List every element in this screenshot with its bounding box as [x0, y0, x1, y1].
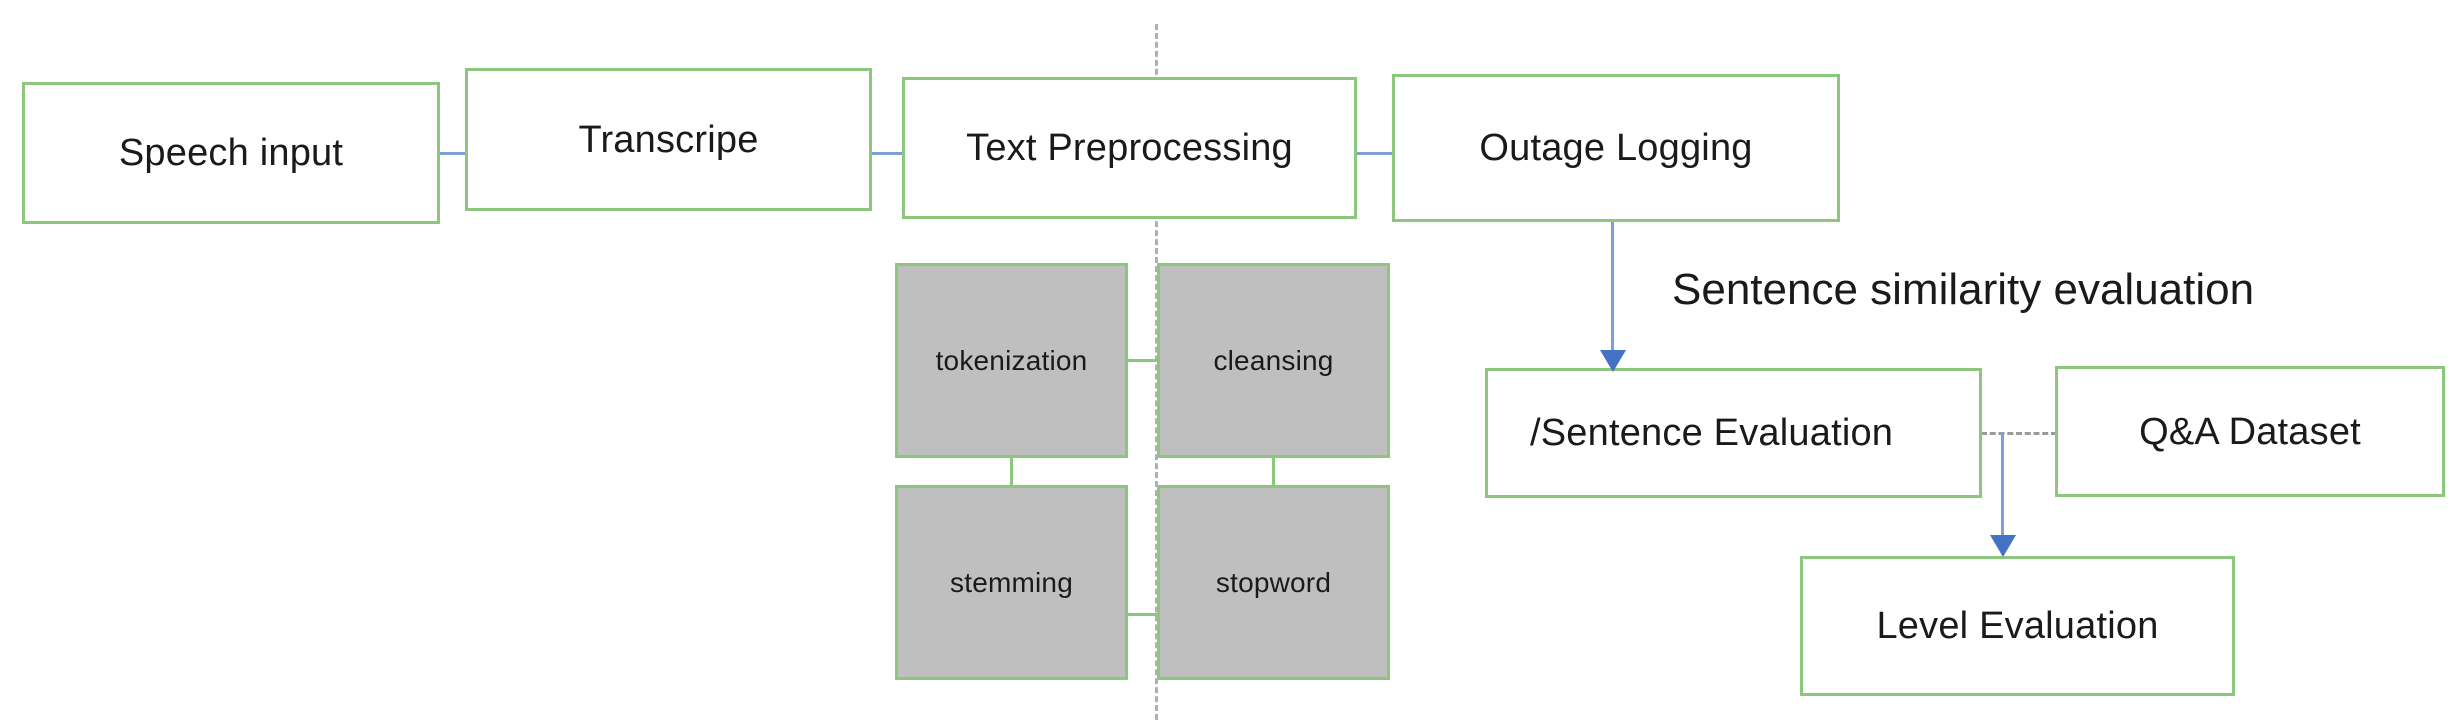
- arrowhead-outage-to-sentence-evaluation-icon: [1600, 350, 1626, 372]
- node-qa-dataset[interactable]: Q&A Dataset: [2055, 366, 2445, 497]
- node-transcripe-label: Transcripe: [578, 118, 759, 161]
- node-stopword[interactable]: stopword: [1157, 485, 1390, 680]
- connector-tokenization-to-cleansing: [1126, 359, 1159, 362]
- node-text-preprocessing[interactable]: Text Preprocessing: [902, 77, 1357, 219]
- node-sentence-evaluation-label: /Sentence Evaluation: [1530, 412, 1894, 454]
- connector-outage-to-sentence-evaluation: [1611, 222, 1614, 356]
- node-qa-dataset-label: Q&A Dataset: [2139, 410, 2361, 453]
- node-speech-input-label: Speech input: [118, 132, 344, 174]
- connector-cleansing-to-stopword: [1272, 456, 1275, 487]
- node-cleansing[interactable]: cleansing: [1157, 263, 1390, 458]
- connector-sentence-evaluation-to-qa-dataset: [1981, 432, 2057, 435]
- arrowhead-to-level-evaluation-icon: [1990, 535, 2016, 557]
- connector-to-level-evaluation: [2001, 432, 2004, 542]
- node-level-evaluation-label: Level Evaluation: [1876, 605, 2159, 647]
- connector-speech-to-transcripe: [440, 152, 466, 155]
- node-tokenization-label: tokenization: [935, 344, 1088, 376]
- node-sentence-evaluation[interactable]: /Sentence Evaluation: [1485, 368, 1982, 498]
- node-tokenization[interactable]: tokenization: [895, 263, 1128, 458]
- connector-preprocessing-to-outage: [1356, 152, 1394, 155]
- vertical-dashed-divider-icon: [1155, 24, 1158, 720]
- node-cleansing-label: cleansing: [1213, 344, 1334, 376]
- node-outage-logging[interactable]: Outage Logging: [1392, 74, 1840, 222]
- node-transcripe[interactable]: Transcripe: [465, 68, 872, 211]
- node-stemming[interactable]: stemming: [895, 485, 1128, 680]
- connector-transcripe-to-preprocessing: [871, 152, 903, 155]
- node-stopword-label: stopword: [1215, 566, 1332, 598]
- connector-tokenization-to-stemming: [1010, 456, 1013, 487]
- node-level-evaluation[interactable]: Level Evaluation: [1800, 556, 2235, 696]
- node-outage-logging-label: Outage Logging: [1479, 127, 1753, 169]
- caption-sentence-similarity-evaluation: Sentence similarity evaluation: [1672, 265, 2255, 314]
- connector-stemming-to-stopword: [1126, 613, 1159, 616]
- node-text-preprocessing-label: Text Preprocessing: [966, 127, 1293, 169]
- node-stemming-label: stemming: [950, 566, 1073, 598]
- node-speech-input[interactable]: Speech input: [22, 82, 440, 224]
